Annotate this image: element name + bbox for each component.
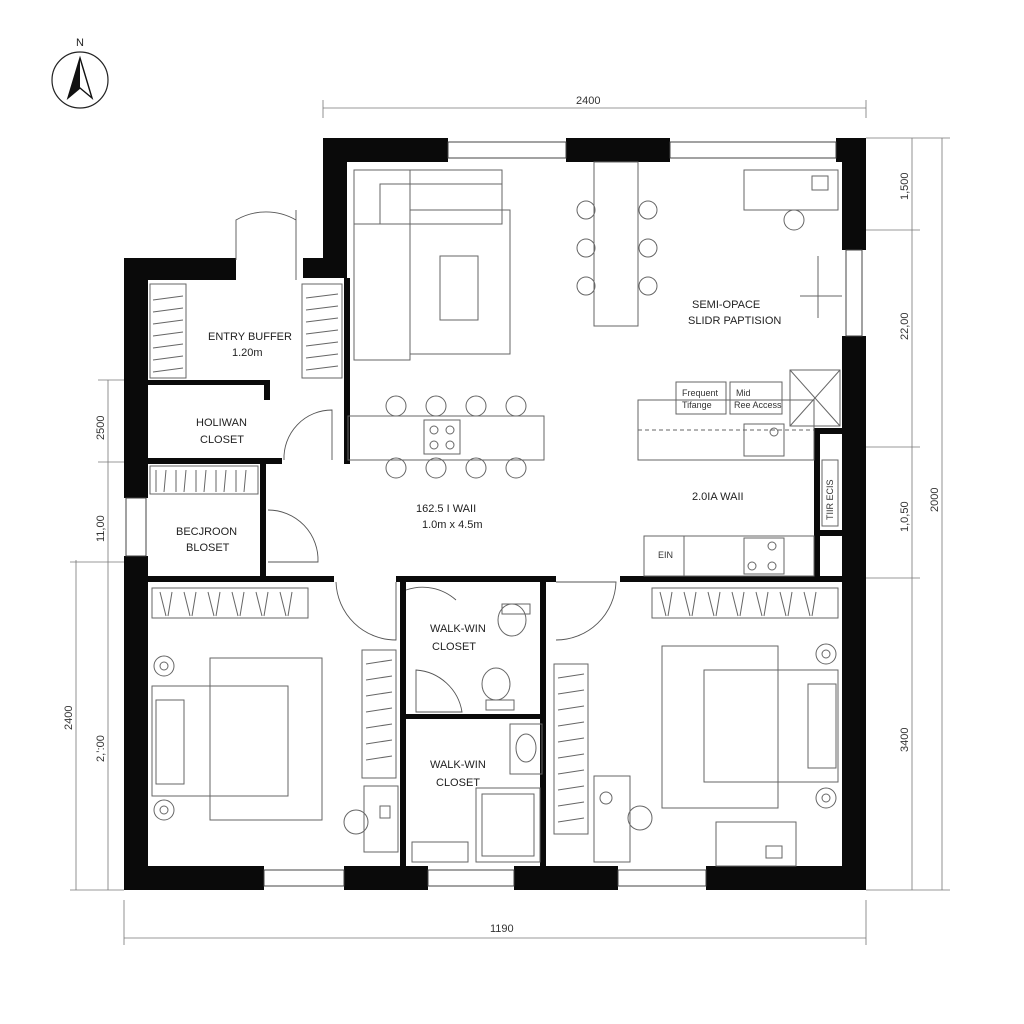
hallway-closet-line1: HOLIWAN bbox=[196, 417, 247, 429]
living-line2: 1.0m x 4.5m bbox=[422, 519, 483, 531]
partition-line2: SLIDR PAPTISION bbox=[688, 315, 781, 327]
dim-top: 2400 bbox=[576, 95, 600, 107]
bed-right bbox=[703, 669, 839, 783]
bathroom bbox=[411, 603, 543, 863]
window-bottom-2 bbox=[427, 869, 515, 887]
hallway-closet-line2: CLOSET bbox=[200, 434, 244, 446]
sink bbox=[509, 723, 543, 775]
interior-walls bbox=[148, 278, 842, 870]
window-left bbox=[125, 497, 147, 557]
frequent-tag-line1: Frequent bbox=[682, 388, 719, 398]
walk-in-1-line1: WALK-WIN bbox=[430, 623, 486, 635]
kitchen bbox=[347, 369, 841, 577]
closet-door[interactable] bbox=[267, 509, 319, 563]
storage-tags bbox=[675, 381, 783, 415]
window-right bbox=[845, 249, 863, 337]
living-furniture bbox=[353, 161, 842, 361]
side-panel-label: TIIR ECIS bbox=[825, 479, 835, 520]
walk-in-2-line2: CLOSET bbox=[436, 777, 480, 789]
bed-left bbox=[151, 685, 289, 797]
side-panel bbox=[821, 459, 839, 527]
compass-label: N bbox=[76, 37, 84, 49]
dim-left-1: 2500 bbox=[95, 416, 107, 440]
dim-bottom: 1190 bbox=[490, 923, 514, 935]
rug bbox=[409, 209, 511, 355]
compass: N bbox=[51, 37, 109, 109]
hall-door[interactable] bbox=[283, 409, 333, 461]
dining-table bbox=[593, 161, 639, 327]
room-labels: ENTRY BUFFER 1.20m HOLIWAN CLOSET BECJRO… bbox=[176, 299, 835, 789]
closet-1-door[interactable] bbox=[405, 586, 457, 601]
entry-door[interactable] bbox=[235, 210, 297, 280]
dim-right-4: 3400 bbox=[899, 728, 911, 752]
coffee-table bbox=[439, 255, 479, 321]
sofa bbox=[353, 169, 503, 225]
walk-in-1-line2: CLOSET bbox=[432, 641, 476, 653]
dimension-lines bbox=[70, 100, 950, 945]
frequent-tag-line2: Tifange bbox=[682, 400, 712, 410]
exterior-walls bbox=[124, 138, 866, 890]
dim-right-3: 1,0,50 bbox=[899, 501, 911, 532]
bedroom-left bbox=[151, 655, 399, 853]
toilet-2 bbox=[481, 667, 511, 701]
walk-in-2-line1: WALK-WIN bbox=[430, 759, 486, 771]
dim-right-overall: 2000 bbox=[929, 488, 941, 512]
living-line1: 162.5 I WAII bbox=[416, 503, 476, 515]
bedroom-right bbox=[593, 643, 839, 867]
dim-right-1: 1,500 bbox=[899, 172, 911, 200]
bedroom-closet-line1: BECJROON bbox=[176, 526, 237, 538]
appliance-label: EIN bbox=[658, 550, 673, 560]
window-top-left bbox=[447, 141, 567, 159]
entry-buffer-size: 1.20m bbox=[232, 347, 263, 359]
window-top-right bbox=[669, 141, 837, 159]
mid-tag-line2: Ree Access bbox=[734, 400, 782, 410]
bedroom-closet-line2: BLOSET bbox=[186, 542, 230, 554]
kitchen-wall-label: 2.0IA WAII bbox=[692, 491, 744, 503]
window-bottom-1 bbox=[263, 869, 345, 887]
dim-left-2: 11,00 bbox=[95, 515, 107, 542]
bedroom-left-door[interactable] bbox=[335, 581, 397, 641]
entry-buffer-name: ENTRY BUFFER bbox=[208, 331, 292, 343]
kitchen-island bbox=[347, 415, 545, 461]
doors bbox=[235, 210, 617, 713]
mid-tag-line1: Mid bbox=[736, 388, 751, 398]
dim-left-overall: 2400 bbox=[63, 706, 75, 730]
dim-right-2: 22,00 bbox=[899, 312, 911, 340]
window-bottom-3 bbox=[617, 869, 707, 887]
bedroom-right-door[interactable] bbox=[555, 581, 617, 641]
partition-line1: SEMI-OPACE bbox=[692, 299, 760, 311]
windows bbox=[125, 141, 863, 887]
wardrobes bbox=[149, 283, 839, 835]
cooktop bbox=[423, 419, 461, 455]
shower bbox=[475, 787, 541, 863]
dim-left-3: 2,’:00 bbox=[95, 735, 107, 762]
closet-2-door[interactable] bbox=[415, 669, 463, 713]
